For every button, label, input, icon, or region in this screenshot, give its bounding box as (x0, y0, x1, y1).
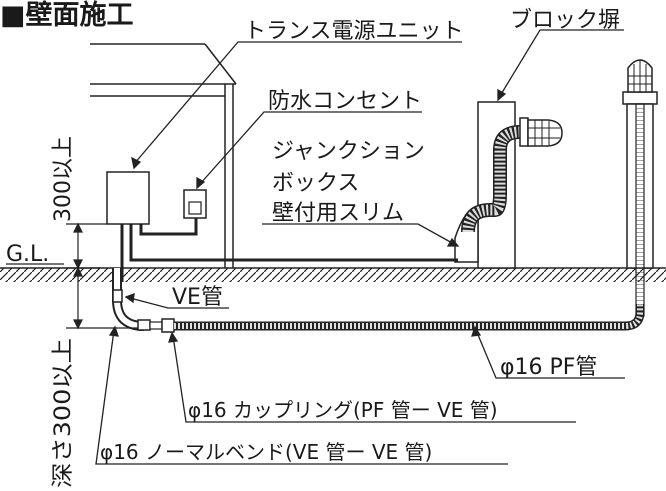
normal-bend-label: φ16 ノーマルベンド(VE 管ー VE 管) (100, 440, 432, 464)
ve-pipe-label: VE管 (172, 285, 223, 310)
waterproof-outlet-label: 防水コンセント (268, 89, 422, 114)
leader-lines (6, 29, 625, 465)
depth-dimension-label: 深さ300以上 (51, 338, 76, 488)
transformer-unit (106, 171, 150, 225)
block-wall-label: ブロック塀 (510, 8, 620, 33)
junction-box-label-line3: 壁付用スリム (272, 201, 404, 226)
transformer-unit-label: トランス電源ユニット (244, 19, 464, 44)
junction-box-label-line2: ボックス (272, 171, 359, 196)
wall-conduit (461, 125, 528, 233)
pf-pipe-label: φ16 PF管 (500, 355, 597, 380)
height-dimension-label: 300以上 (51, 136, 76, 222)
ve-pipe-assembly (112, 268, 175, 333)
waterproof-outlet (183, 189, 207, 219)
gl-label: G.L. (6, 242, 49, 267)
pole-light (622, 59, 658, 317)
dimension-lines (66, 222, 138, 330)
ground (0, 267, 666, 282)
coupling-label: φ16 カップリング(PF 管ー VE 管) (188, 398, 498, 422)
wall-light (519, 117, 563, 147)
pf-pipe (174, 304, 645, 331)
junction-box-label-line1: ジャンクション (272, 139, 425, 164)
page-title: ■壁面施工 (0, 0, 134, 31)
house-structure (90, 43, 237, 268)
